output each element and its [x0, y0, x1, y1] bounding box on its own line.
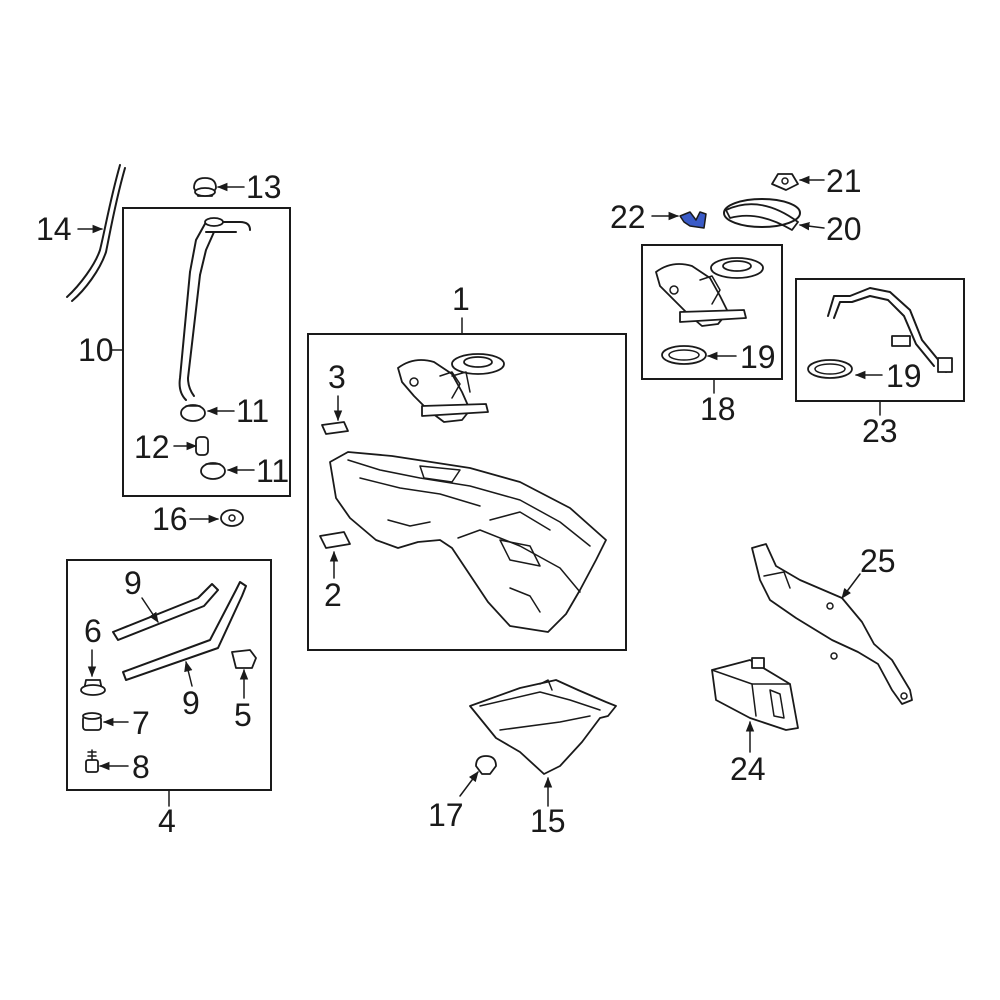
part-14-vent-hose[interactable] — [66, 164, 126, 302]
callout-11-upper: 11 — [236, 393, 269, 429]
part-24-control-module[interactable] — [711, 657, 799, 731]
callout-21: 21 — [826, 163, 862, 199]
group-box-1 — [307, 333, 627, 651]
part-19-seal-ring-b[interactable] — [807, 359, 853, 379]
leader-lines — [77, 175, 883, 807]
callout-10: 10 — [78, 332, 114, 368]
callout-20: 20 — [826, 211, 862, 247]
part-2-pad[interactable] — [319, 531, 351, 549]
part-10-filler-pipe[interactable] — [178, 217, 251, 401]
part-12-hose[interactable] — [195, 436, 209, 456]
part-1-fuel-tank[interactable] — [329, 451, 607, 633]
part-11-clamp-upper[interactable] — [180, 404, 206, 422]
group-box-18 — [641, 244, 783, 380]
part-9-strap-lower[interactable] — [122, 581, 247, 681]
callout-13: 13 — [246, 169, 282, 205]
callout-1: 1 — [452, 281, 470, 317]
callout-15: 15 — [530, 803, 566, 839]
callout-11-lower: 11 — [256, 453, 289, 489]
callout-5: 5 — [234, 697, 252, 733]
part-8-bolt[interactable] — [85, 749, 99, 773]
part-18-pump-module[interactable] — [655, 257, 764, 327]
part-17-nut[interactable] — [475, 755, 497, 775]
callout-24: 24 — [730, 751, 766, 787]
part-15-shield[interactable] — [469, 679, 617, 775]
part-9-strap-upper[interactable] — [112, 583, 219, 641]
part-16-clip[interactable] — [220, 509, 244, 527]
part-11-clamp-lower[interactable] — [200, 462, 226, 480]
callout-9-upper: 9 — [124, 565, 142, 601]
part-20-gasket[interactable] — [723, 198, 801, 231]
callout-9-lower: 9 — [182, 685, 200, 721]
part-6-nut[interactable] — [80, 679, 106, 696]
fuel-pump-assembly[interactable] — [397, 353, 505, 423]
part-21-lock-nut[interactable] — [771, 173, 799, 191]
callout-17: 17 — [428, 797, 464, 833]
part-7-nut[interactable] — [82, 712, 102, 731]
part-13-cap[interactable] — [193, 177, 217, 197]
part-3-pad[interactable] — [321, 421, 349, 435]
callout-19-harness: 19 — [886, 358, 922, 394]
group-box-10 — [122, 207, 291, 497]
callout-8: 8 — [132, 749, 150, 785]
callout-2: 2 — [324, 577, 342, 613]
callout-18: 18 — [700, 391, 736, 427]
callout-6: 6 — [84, 613, 102, 649]
callout-16: 16 — [152, 501, 188, 537]
callout-19-pump: 19 — [740, 339, 776, 375]
group-box-4 — [66, 559, 272, 791]
part-19-seal-ring-a[interactable] — [661, 345, 707, 365]
callout-23: 23 — [862, 413, 898, 449]
callout-14: 14 — [36, 211, 72, 247]
part-25-bracket[interactable] — [751, 543, 913, 705]
part-22-bracket-highlighted[interactable] — [679, 211, 707, 229]
callout-7: 7 — [132, 705, 150, 741]
part-23-wiring-harness[interactable] — [827, 287, 953, 373]
callout-4: 4 — [158, 803, 176, 839]
part-5-clip[interactable] — [231, 649, 257, 669]
callout-3: 3 — [328, 359, 346, 395]
callout-25: 25 — [860, 543, 896, 579]
callout-12: 12 — [134, 429, 170, 465]
callout-22: 22 — [610, 199, 646, 235]
